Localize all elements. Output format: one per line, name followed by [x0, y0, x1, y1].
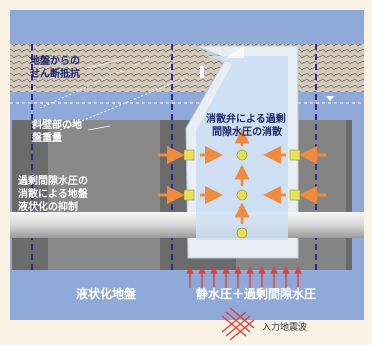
label-excess-3: 液状化の抑制: [18, 200, 78, 213]
ground-surface: [10, 44, 364, 92]
valve-right-lower: [289, 189, 301, 201]
seismic-wave-icon: [221, 307, 255, 341]
label-excess-1: 過剰間隙水圧の: [17, 174, 88, 187]
label-liquefied-ground: 液状化地盤: [76, 286, 137, 301]
label-slope-1: 斜壁部の地: [31, 118, 82, 131]
shear-line-1: [39, 57, 151, 109]
valve-left-lower: [183, 189, 195, 201]
valve-left-upper: [183, 149, 195, 161]
bubble-1: [236, 149, 248, 161]
bottom-band: [10, 270, 364, 320]
ground-light-zone-left: [48, 120, 160, 270]
label-valve-1: 消散弁による過剰: [206, 112, 286, 125]
leader-slope: [87, 125, 111, 131]
shaft-opening: [226, 46, 244, 58]
sewer-pipe: [10, 212, 364, 238]
label-valve-2: 間隙水圧の消散: [212, 125, 283, 138]
bubble-3: [236, 227, 248, 239]
valve-right-upper: [289, 149, 301, 161]
water-level-icon: [326, 96, 334, 101]
label-slope-2: 盤重量: [31, 131, 62, 144]
shear-line-2: [59, 75, 191, 131]
leader-shear: [87, 59, 121, 69]
label-input-wave: 入力地震波: [262, 321, 307, 333]
shaft-marker: [200, 66, 204, 78]
pressure-arrows: [186, 266, 302, 288]
bubble-2: [236, 189, 248, 201]
label-excess-2: 消散による地盤: [18, 187, 89, 200]
label-shear-1: 地盤からの: [30, 54, 80, 67]
label-shear-2: せん断抵抗: [30, 67, 80, 80]
label-static-pressure: 静水圧＋過剰間隙水圧: [196, 286, 316, 301]
